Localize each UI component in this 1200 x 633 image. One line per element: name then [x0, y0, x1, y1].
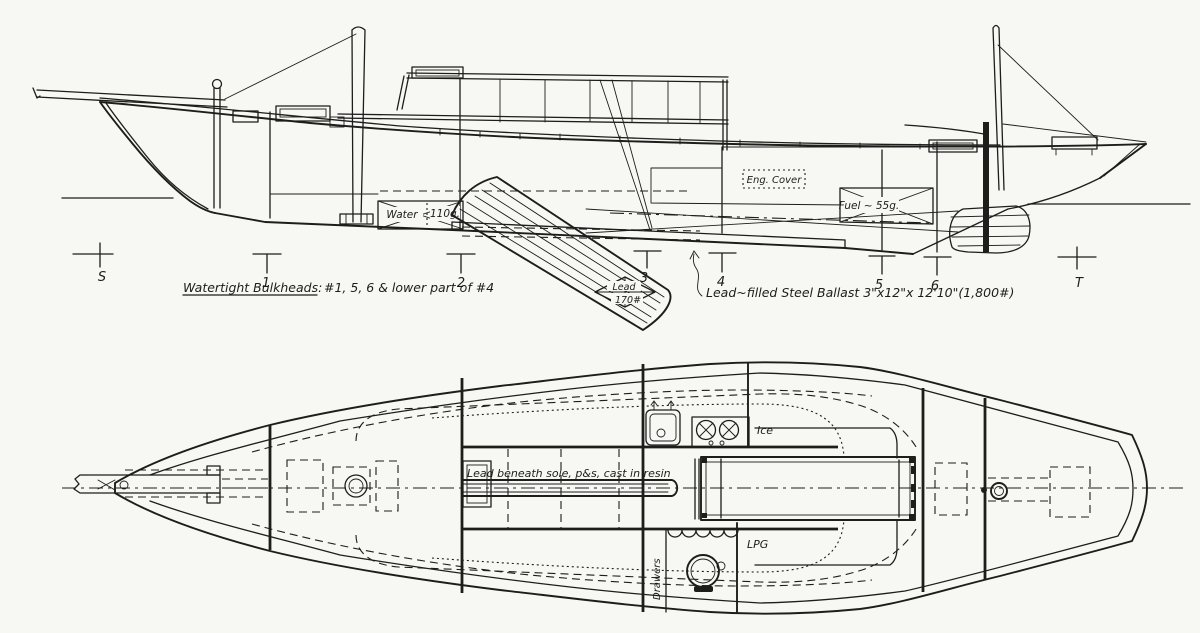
sink	[645, 409, 681, 446]
plan-view: Lead beneath sole, p&s, cast in resin Ic…	[62, 361, 1185, 615]
bowsprit-profile	[32, 33, 357, 108]
anchor-rode-dashed	[125, 469, 268, 498]
stove-knob	[719, 440, 725, 446]
main-boom	[337, 113, 729, 125]
main-mast	[339, 26, 374, 225]
centerboard-material: Lead	[613, 282, 637, 293]
station-label-5: 5	[875, 278, 883, 293]
foredeck-hatches	[232, 105, 345, 128]
stove-burner-right	[718, 419, 740, 441]
mizzen-mast	[992, 24, 1147, 191]
station-marks: S 1 2 3 4 5 6 T	[72, 242, 1097, 294]
forward-lockers	[286, 459, 399, 513]
rudder	[904, 122, 1031, 254]
station-label-s: S	[98, 270, 106, 285]
stowed-spars	[585, 208, 959, 234]
stove-burner-left	[695, 419, 717, 441]
saloon-joinery	[462, 445, 838, 531]
station-label-3: 3	[640, 271, 648, 286]
sink-drain	[656, 428, 666, 438]
water-tank: Water 110g.	[377, 200, 464, 230]
bulkheads-note-detail: #1, 5, 6 & lower part of #4	[324, 280, 494, 295]
aft-deck-boxes	[928, 136, 1098, 156]
cabin-structure	[337, 66, 729, 231]
lpg-label: LPG	[747, 538, 768, 551]
fuel-tank-label: Fuel ~ 55g.	[839, 200, 899, 212]
mast-step	[339, 213, 374, 225]
station-label-6: 6	[931, 279, 939, 294]
deck-outline	[114, 361, 1148, 615]
profile-view: Water 110g. Eng. Cover Fuel ~ 55g. Lead …	[32, 24, 1191, 331]
water-tank-label: Water	[386, 209, 418, 221]
water-tank-capacity: 110g.	[430, 208, 460, 220]
faucet-icon	[650, 400, 675, 411]
sole-ballast-note: Lead beneath sole, p&s, cast in resin	[467, 467, 671, 480]
mizzen-boom	[1002, 123, 1147, 143]
galley: Ice	[645, 400, 773, 448]
stern-heel	[912, 208, 1009, 255]
cabin-trunk-outline	[355, 393, 919, 583]
head-compartment: LPG Drawers	[652, 529, 768, 600]
toilet-base	[694, 586, 713, 592]
station-label-4: 4	[717, 275, 725, 290]
mizzen-mast-plan	[990, 482, 1008, 500]
centerboard-slot-dashed	[380, 190, 701, 241]
station-label-t: T	[1075, 276, 1084, 291]
profile-notes: Watertight Bulkheads: #1, 5, 6 & lower p…	[182, 250, 1014, 300]
engine-cover-label: Eng. Cover	[747, 175, 803, 186]
forestay	[224, 33, 357, 100]
centerboard: Lead 170#	[380, 176, 701, 331]
centerboard-weight: 170#	[615, 295, 641, 306]
mainsheet	[599, 79, 653, 231]
aft-compartments	[934, 462, 1091, 518]
station-label-2: 2	[457, 276, 465, 291]
ballast-note: Lead~filled Steel Ballast 3"x12"x 12'10"…	[706, 285, 1014, 300]
tiller	[904, 124, 985, 135]
bowsprit-plan	[73, 465, 268, 504]
engine-cover: Eng. Cover	[742, 169, 806, 189]
stove	[691, 416, 750, 448]
cockpit	[694, 427, 916, 566]
companionway	[694, 458, 700, 520]
stove-knob	[708, 440, 714, 446]
fuel-tank: Fuel ~ 55g.	[839, 187, 934, 225]
hull-dashed-port	[251, 523, 873, 587]
station-label-1: 1	[262, 276, 270, 291]
hull-dashed-starboard	[251, 389, 873, 453]
bulkheads-note-title: Watertight Bulkheads:	[183, 280, 322, 295]
centerboard-trunk: Lead beneath sole, p&s, cast in resin	[461, 467, 679, 497]
samson-post	[211, 78, 223, 209]
curtain-scallops	[667, 529, 739, 538]
ballast-arrow	[689, 250, 703, 297]
drawers-label: Drawers	[652, 558, 663, 600]
icebox-label: Ice	[757, 424, 773, 437]
deck-ring	[344, 474, 368, 498]
profile-interior	[269, 111, 959, 253]
rudder-stock	[983, 122, 989, 252]
